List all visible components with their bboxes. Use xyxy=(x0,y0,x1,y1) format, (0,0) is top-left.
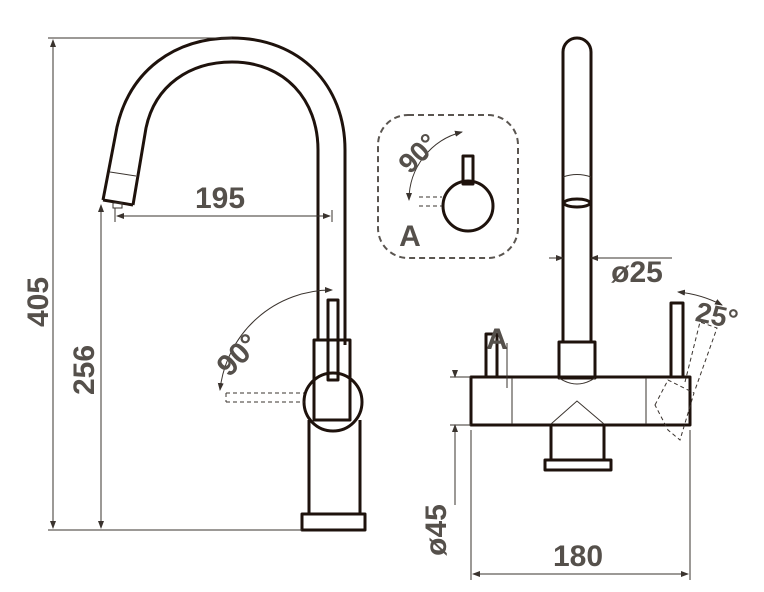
spout-inner xyxy=(131,60,320,340)
base-plate xyxy=(300,512,367,532)
side-view: 405 256 195 90° xyxy=(22,36,367,532)
spout-reach-label: 195 xyxy=(195,182,245,215)
spout-diameter-label: ø25 xyxy=(611,256,663,289)
cold-handle xyxy=(484,332,499,379)
lever-tilt-label: 25° xyxy=(693,296,741,335)
section-marker-label: A xyxy=(486,323,508,356)
spout-height-label: 256 xyxy=(68,345,101,395)
detail-frame xyxy=(377,114,519,259)
total-height-label: 405 xyxy=(22,277,55,327)
lever-handle xyxy=(669,301,685,379)
detail-rotation-label: 90° xyxy=(392,127,444,179)
front-view: ø25 25° A ø45 180 xyxy=(420,36,741,580)
detail-a: 90° A xyxy=(377,114,519,259)
spout-front xyxy=(561,36,593,342)
body-front xyxy=(469,375,692,427)
detail-a-label: A xyxy=(399,220,421,253)
side-rotation-label: 90° xyxy=(211,328,266,383)
body-width-label: 180 xyxy=(553,540,603,573)
spout-outer xyxy=(101,36,347,345)
body-diameter-label: ø45 xyxy=(420,504,453,556)
base-front xyxy=(543,458,613,472)
